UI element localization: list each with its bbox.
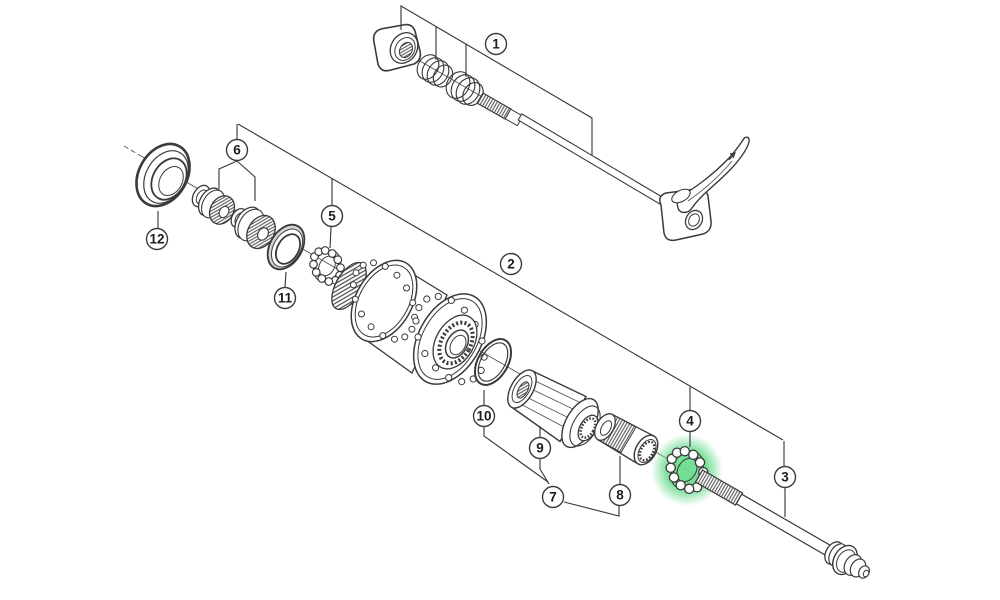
callout-6: 6 (225, 138, 249, 162)
qr-lever-detail-line (687, 160, 733, 202)
retainer-balls-left (309, 246, 345, 286)
svg-text:2: 2 (507, 257, 515, 272)
callout-4: 4 (678, 409, 702, 433)
axis-dash-stub (123, 145, 142, 157)
callout-1: 1 (484, 32, 508, 56)
hub-shell (331, 259, 488, 386)
quick-release-assembly (372, 23, 750, 242)
svg-text:5: 5 (328, 209, 336, 224)
callout-8: 8 (608, 483, 632, 507)
qr-lever (659, 136, 750, 242)
axis-lines (123, 40, 867, 574)
callout-12: 12 (145, 227, 169, 251)
svg-text:4: 4 (686, 414, 694, 429)
svg-text:12: 12 (149, 232, 164, 247)
callout-9: 9 (528, 436, 552, 460)
qr-skewer-rod (476, 92, 675, 211)
svg-text:7: 7 (549, 490, 557, 505)
hub-ratchet-teeth (437, 320, 475, 366)
bracket-part-6 (218, 124, 256, 201)
fixing-sleeve (594, 413, 659, 466)
callout-11: 11 (273, 286, 297, 310)
svg-text:6: 6 (233, 143, 241, 158)
leader-9 (539, 426, 550, 485)
cone-locknut-right (230, 206, 276, 250)
axle-end-nuts (824, 541, 871, 579)
svg-text:10: 10 (476, 409, 491, 424)
svg-text:8: 8 (616, 488, 624, 503)
o-ring (473, 338, 513, 386)
leader-3 (783, 441, 786, 517)
callout-7: 7 (541, 485, 565, 509)
leader-5 (329, 178, 333, 249)
hub-left-flange (349, 259, 419, 343)
cone-locknut-left (191, 184, 236, 225)
seal-ring (266, 223, 306, 271)
callout-3: 3 (773, 465, 797, 489)
bracket-part-2 (237, 123, 784, 441)
axle (694, 469, 871, 579)
spoke-holes-right (412, 292, 488, 386)
svg-text:1: 1 (492, 37, 500, 52)
highlight-marker[interactable] (651, 434, 723, 506)
svg-text:9: 9 (536, 441, 544, 456)
qr-lever-arrow-mark (728, 152, 736, 161)
dust-cap (135, 142, 191, 208)
leader-7-8-connector (563, 501, 620, 517)
hub-bore (432, 314, 478, 370)
leader-lines (157, 178, 786, 517)
sleeve-inner-splines (638, 440, 656, 462)
axle-thread (694, 469, 744, 506)
ball-retainer-left (309, 246, 345, 286)
callout-10: 10 (472, 404, 496, 428)
svg-text:11: 11 (278, 291, 293, 306)
leader-10 (483, 390, 549, 483)
freehub-inner-splines (579, 417, 597, 439)
freehub-body (507, 369, 601, 449)
qr-spring-left (416, 54, 454, 88)
leader-11 (284, 271, 287, 288)
qr-nut (372, 23, 422, 72)
qr-spring-right (445, 71, 484, 107)
callout-2: 2 (499, 252, 523, 276)
svg-text:3: 3 (781, 470, 789, 485)
bracket-part-1 (400, 4, 593, 155)
callout-5: 5 (320, 204, 344, 228)
